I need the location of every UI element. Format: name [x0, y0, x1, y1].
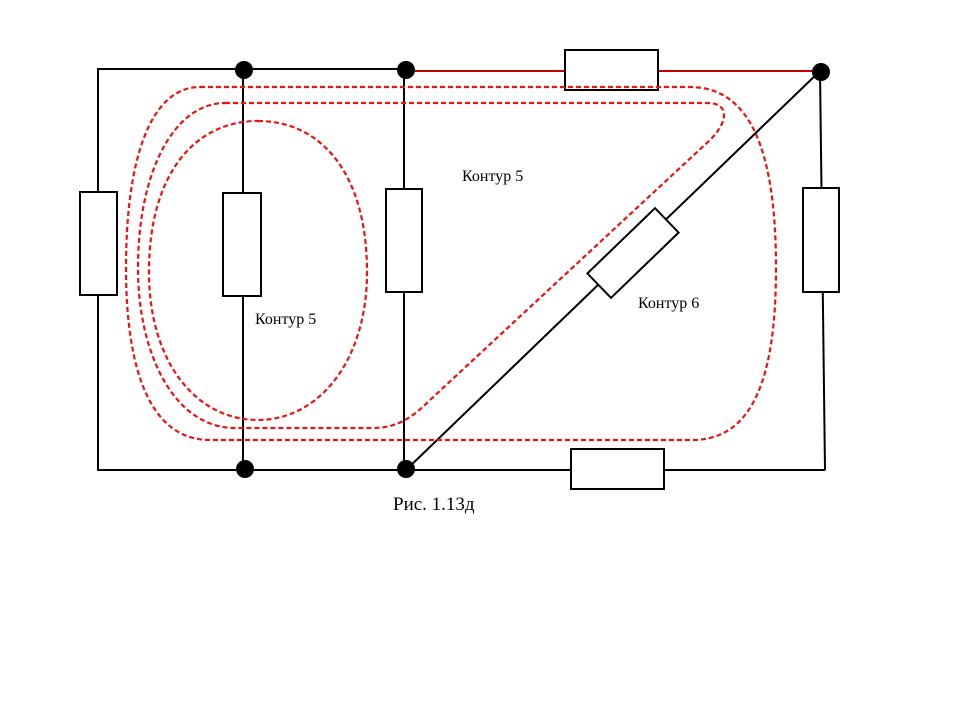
- node-top-2: [397, 61, 415, 79]
- loop-label-left: Контур 5: [255, 311, 316, 328]
- loop-label-middle: Контур 5: [462, 168, 523, 185]
- resistor-branch-3: [385, 188, 423, 293]
- node-bottom-1: [236, 460, 254, 478]
- figure-caption: Рис. 1.13д: [393, 494, 475, 515]
- wires: [97, 68, 826, 471]
- nodes: [235, 61, 830, 478]
- dashed-loops: [124, 85, 778, 442]
- left-branch-lower: [97, 295, 245, 471]
- resistor-right: [802, 187, 840, 293]
- loop-middle: [136, 101, 726, 430]
- resistor-diagonal: [585, 206, 681, 300]
- node-bottom-2: [397, 460, 415, 478]
- node-top-right: [812, 63, 830, 81]
- resistor-left-outer: [79, 191, 118, 296]
- resistor-top: [564, 49, 659, 91]
- loop-outer: [124, 85, 778, 442]
- node-top-1: [235, 61, 253, 79]
- resistor-bottom: [570, 448, 665, 490]
- resistor-branch-2: [222, 192, 262, 297]
- loop-inner: [147, 119, 369, 422]
- loop-label-right: Контур 6: [638, 295, 699, 312]
- resistors: [79, 49, 840, 490]
